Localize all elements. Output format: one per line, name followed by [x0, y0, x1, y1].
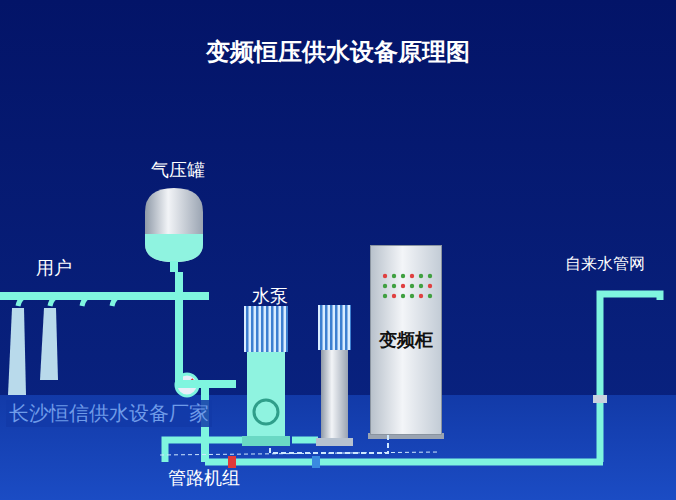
diagram-title: 变频恒压供水设备原理图 [0, 36, 676, 68]
tank-drawing [141, 182, 207, 272]
indicator-lights [377, 270, 437, 310]
user-label: 用户 [36, 256, 72, 280]
pressure-tank: 气压罐 [141, 158, 215, 272]
pump-drawing [236, 306, 296, 446]
node-label: 气压罐 [141, 158, 215, 182]
water-pipe [179, 272, 236, 384]
node-label: 水泵 [236, 284, 304, 308]
control-cabinet: 变频柜 [370, 245, 442, 435]
node-label: 变频柜 [379, 328, 433, 352]
watermark: 长沙恒信供水设备厂家 [6, 400, 212, 427]
water-pump: 水泵 [236, 284, 304, 446]
pipeline-label: 管路机组 [168, 466, 240, 490]
mains-label: 自来水管网 [565, 254, 645, 275]
